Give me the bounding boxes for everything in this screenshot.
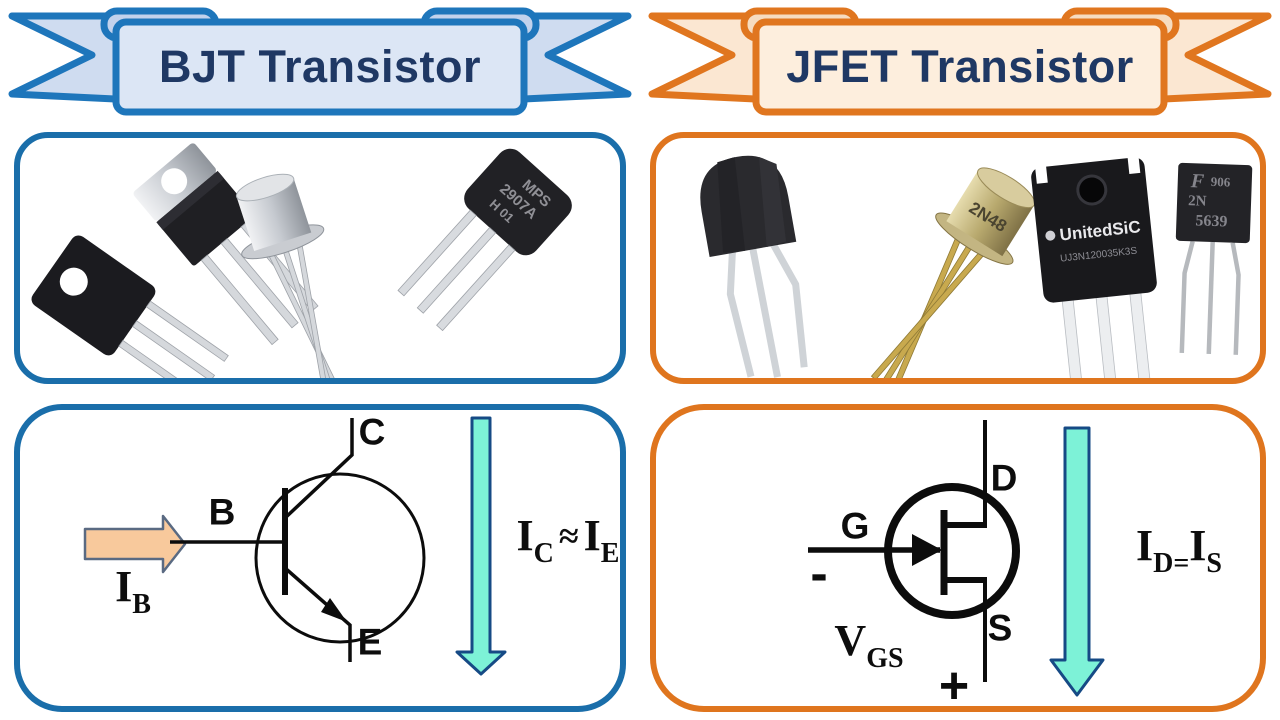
base-current-formula: IB bbox=[115, 562, 151, 620]
bjt-symbol-box: B C E IB IC≈IE bbox=[14, 404, 626, 712]
emitter-terminal-label: E bbox=[357, 621, 383, 663]
to92-marking: 2N bbox=[1188, 193, 1207, 210]
to92-marking: 906 bbox=[1211, 174, 1232, 190]
ribbon-panel bbox=[112, 18, 528, 116]
jfet-to92-package-photo bbox=[700, 155, 808, 378]
npn-transistor-symbol bbox=[170, 418, 426, 662]
bjt-banner: BJT Transistor bbox=[8, 6, 632, 118]
bjt-packages-box: MPS 2907A H 01 bbox=[14, 132, 626, 384]
plus-sign: + bbox=[938, 657, 970, 706]
drain-current-arrow bbox=[1049, 426, 1105, 697]
jfet-packages-box: 2N48 UnitedSiC UJ3N120035K3S bbox=[650, 132, 1266, 384]
jfet-packages-photo: 2N48 UnitedSiC UJ3N120035K3S bbox=[700, 154, 1253, 378]
to18-metal-can-photo bbox=[235, 173, 337, 378]
jfet-ribbon-graphic bbox=[648, 7, 1272, 116]
to92-marking: 5639 bbox=[1195, 212, 1228, 230]
bjt-ribbon-graphic bbox=[8, 7, 632, 116]
fairchild-logo: F bbox=[1189, 170, 1205, 193]
collector-current-arrow bbox=[455, 416, 507, 676]
source-terminal-label: S bbox=[987, 607, 1013, 649]
current-relation-formula: IC≈IE bbox=[516, 511, 620, 569]
drain-terminal-label: D bbox=[990, 457, 1018, 499]
to92-package-photo: MPS 2907A H 01 bbox=[397, 148, 572, 332]
jfet-banner-title: JFET Transistor bbox=[786, 41, 1134, 92]
jfet-to92-small-photo: F 906 2N 5639 bbox=[1175, 162, 1253, 355]
gate-terminal-label: G bbox=[840, 505, 870, 547]
jfet-transistor-symbol bbox=[808, 420, 1020, 682]
emitter-arrowhead bbox=[321, 598, 347, 622]
jfet-symbol-graphic bbox=[808, 420, 1105, 697]
gate-arrowhead bbox=[912, 534, 942, 566]
collector-terminal-label: C bbox=[358, 411, 386, 453]
bjt-banner-title: BJT Transistor bbox=[158, 41, 482, 92]
jfet-gold-can-photo: 2N48 bbox=[870, 167, 1036, 378]
jfet-banner: JFET Transistor bbox=[648, 6, 1272, 118]
current-relation-formula: ID=IS bbox=[1135, 521, 1223, 579]
base-current-arrow bbox=[83, 514, 187, 574]
jfet-symbol-box: G D S - + VGS ID=IS bbox=[650, 404, 1266, 712]
to247-package-photo: UnitedSiC UJ3N120035K3S bbox=[1031, 154, 1157, 378]
gate-voltage-formula: VGS bbox=[834, 616, 904, 674]
to126-package-photo bbox=[31, 235, 229, 378]
base-terminal-label: B bbox=[208, 491, 236, 533]
bjt-symbol-graphic bbox=[83, 416, 507, 676]
bjt-packages-photo: MPS 2907A H 01 bbox=[31, 143, 572, 378]
minus-sign: - bbox=[810, 545, 828, 603]
ribbon-panel bbox=[752, 18, 1168, 116]
